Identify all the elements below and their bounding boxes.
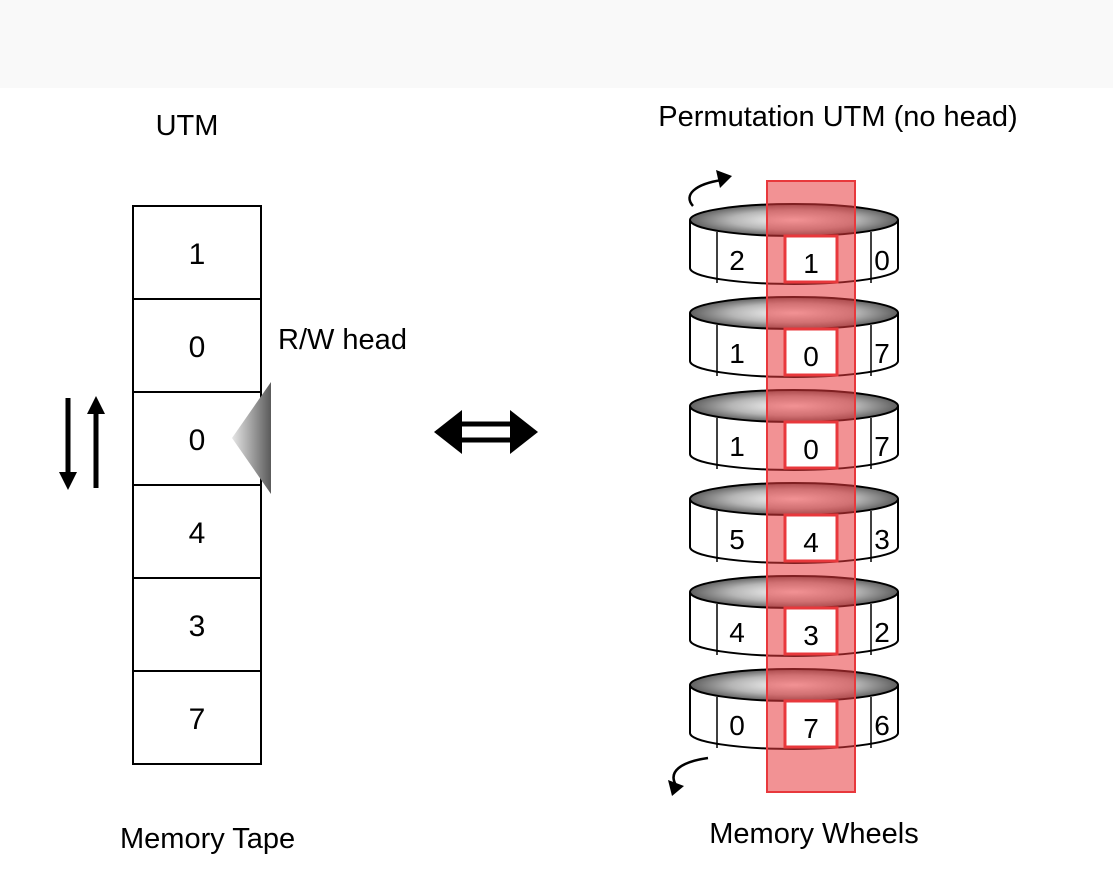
memory-wheels-caption: Memory Wheels [709,818,919,850]
read-cell-digit: 0 [803,341,819,372]
utm-title: UTM [156,110,219,142]
read-cell-digits: 1 0 0 4 3 7 [803,248,819,744]
top-band [0,0,1113,88]
wheel-right-digit: 7 [874,431,890,462]
rw-head-label: R/W head [278,324,407,356]
tape-cell: 1 [189,238,206,271]
memory-tape-caption: Memory Tape [120,823,295,855]
wheel-left-digit: 5 [729,524,745,555]
wheel-right-digit: 6 [874,710,890,741]
read-cell-digit: 3 [803,620,819,651]
wheel-left-digit: 1 [729,431,745,462]
read-cell-digit: 0 [803,434,819,465]
wheel-left-digit: 1 [729,338,745,369]
equivalence-arrow-icon [434,410,538,454]
tape-cell: 0 [189,331,206,364]
permutation-utm-title: Permutation UTM (no head) [658,101,1017,133]
wheel-left-digit: 4 [729,617,745,648]
read-cell-digit: 7 [803,713,819,744]
rw-head-icon [232,382,271,494]
read-cell-digit: 1 [803,248,819,279]
read-cells [783,234,839,749]
wheel-right-digit: 3 [874,524,890,555]
read-cell-digit: 4 [803,527,819,558]
rotate-arrow-icon [688,170,732,207]
tape-cell: 0 [189,424,206,457]
tape-cell: 3 [189,610,206,643]
wheel-right-digit: 2 [874,617,890,648]
rotate-arrow-icon [668,756,709,796]
wheel-right-digit: 7 [874,338,890,369]
wheel-right-digit: 0 [874,245,890,276]
wheel-left-digit: 0 [729,710,745,741]
memory-tape [132,205,262,765]
wheel-left-digit: 2 [729,245,745,276]
tape-cell: 7 [189,703,206,736]
tape-move-arrows-icon [59,396,105,490]
tape-cell: 4 [189,517,206,550]
